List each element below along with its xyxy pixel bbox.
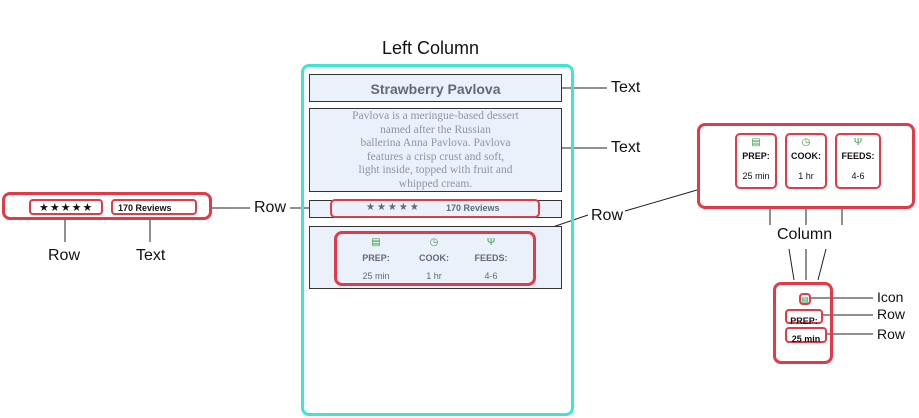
description-line: ballerina Anna Pavlova. Pavlova: [360, 137, 511, 149]
title-panel: Strawberry Pavlova: [309, 74, 562, 102]
star-rating: ★★★★★: [366, 202, 421, 213]
cook-value: 1 hr: [426, 271, 442, 281]
stopwatch-icon: ◷: [801, 137, 811, 148]
detail-prep-value: 25 min: [742, 171, 770, 181]
single-icon-box: ▤: [799, 293, 811, 305]
prep-label: PREP:: [362, 253, 390, 263]
description-line: named after the Russian: [380, 123, 491, 136]
callout-icon: Icon: [877, 289, 904, 305]
cook-label: COOK:: [419, 253, 449, 263]
cook-column: ◷ COOK: 1 hr: [417, 237, 451, 281]
detail-feeds-column: Ψ FEEDS: 4-6: [835, 133, 881, 189]
callout-bottom-text: Text: [136, 247, 166, 264]
timer-icon: ▤: [751, 137, 761, 148]
detail-feeds-value: 4-6: [851, 171, 865, 181]
callout-bottom-row: Row: [48, 247, 81, 264]
detail-row: ★★★★★ 170 Reviews: [2, 192, 212, 220]
description-line: Pavlova is a meringue-based dessert: [352, 110, 519, 122]
detail-cook-label: COOK:: [791, 151, 821, 161]
feeds-column: Ψ FEEDS: 4-6: [471, 237, 511, 281]
utensils-icon: Ψ: [486, 237, 496, 248]
callout-row-time: Row: [877, 326, 906, 342]
detail-info-panel: ▤ PREP: 25 min ◷ COOK: 1 hr Ψ FEEDS: 4-6: [697, 123, 915, 209]
info-row-highlight: ▤ PREP: 25 min ◷ COOK: 1 hr Ψ FEEDS: 4-6: [334, 231, 536, 286]
detail-star-rating: ★★★★★: [39, 202, 94, 214]
detail-stars-box: ★★★★★: [29, 199, 103, 215]
single-value-box: 25 min: [785, 327, 827, 344]
callout-column: Column: [777, 226, 833, 243]
single-column-detail: ▤ PREP: 25 min: [773, 282, 833, 364]
detail-prep-label: PREP:: [742, 151, 770, 161]
feeds-label: FEEDS:: [474, 253, 508, 263]
left-column-title: Left Column: [382, 38, 480, 58]
timer-icon: ▤: [371, 237, 381, 248]
timer-icon: ▤: [801, 295, 809, 304]
callout-title-text: Text: [611, 79, 641, 96]
feeds-value: 4-6: [484, 271, 498, 281]
description-line: light inside, topped with fruit and: [358, 164, 513, 176]
callout-row-center: Row: [591, 207, 624, 224]
left-column-frame: [301, 64, 574, 416]
description-panel: Pavlova is a meringue-based dessert name…: [309, 108, 562, 192]
detail-prep-column: ▤ PREP: 25 min: [735, 133, 777, 189]
detail-cook-column: ◷ COOK: 1 hr: [785, 133, 827, 189]
description-line: whipped cream.: [398, 177, 473, 190]
detail-reviews: 170 Reviews: [118, 203, 172, 213]
prep-value: 25 min: [362, 271, 390, 281]
utensils-icon: Ψ: [853, 137, 863, 148]
single-prep-value: 25 min: [791, 334, 821, 344]
reviews-count: 170 Reviews: [446, 203, 500, 213]
recipe-title: Strawberry Pavlova: [370, 81, 501, 97]
single-label-box: PREP:: [785, 309, 823, 326]
callout-desc-text: Text: [611, 139, 641, 156]
stopwatch-icon: ◷: [429, 237, 439, 248]
rating-row-highlight: ★★★★★ 170 Reviews: [330, 199, 540, 218]
detail-reviews-box: 170 Reviews: [111, 199, 197, 215]
prep-column: ▤ PREP: 25 min: [359, 237, 393, 281]
single-prep-label: PREP:: [790, 316, 818, 326]
detail-cook-value: 1 hr: [798, 171, 814, 181]
info-panel: [309, 226, 562, 289]
detail-feeds-label: FEEDS:: [841, 151, 875, 161]
description-line: features a crisp crust and soft,: [366, 150, 505, 163]
callout-row-left: Row: [254, 199, 287, 216]
callout-row-prep: Row: [877, 306, 906, 322]
